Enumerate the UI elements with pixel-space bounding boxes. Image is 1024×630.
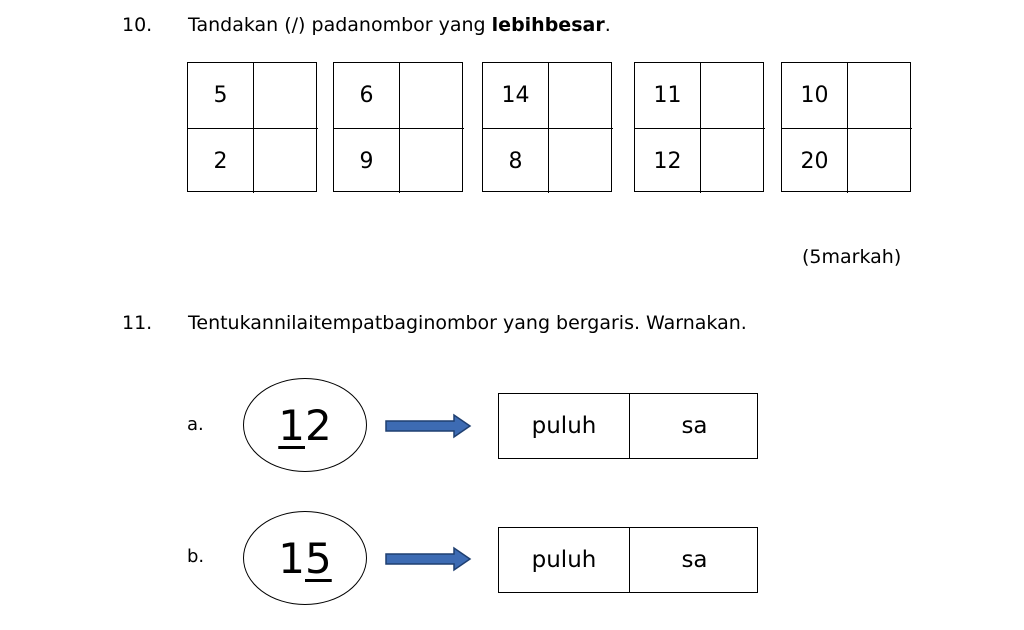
compare-box-4-top-tick[interactable]	[700, 63, 765, 128]
compare-box-5: 10 20	[781, 62, 912, 193]
compare-box-2-bottom-tick[interactable]	[399, 128, 464, 193]
compare-box-1-top-tick[interactable]	[253, 63, 318, 128]
compare-box-2-bottom-number: 9	[334, 128, 399, 193]
question-10-number: 10.	[122, 14, 153, 36]
item-b-sa-cell[interactable]: sa	[629, 528, 759, 592]
question-10-text: Tandakan (/) padanombor yang lebihbesar.	[188, 14, 611, 36]
compare-box-2-top-number: 6	[359, 83, 374, 108]
item-a-label: a.	[187, 414, 204, 435]
compare-box-4: 11 12	[634, 62, 765, 193]
compare-box-1-top-number: 5	[213, 83, 228, 108]
compare-box-2-top-tick[interactable]	[399, 63, 464, 128]
item-b-underlined-digit: 5	[305, 533, 332, 583]
item-b-place-value-table: puluh sa	[498, 527, 758, 593]
question-10-text-bold: lebihbesar	[491, 14, 605, 36]
item-a-underlined-digit: 1	[278, 400, 305, 450]
compare-box-3-bottom-number: 8	[483, 128, 548, 193]
compare-box-4-bottom-number: 12	[635, 128, 700, 193]
question-10-text-normal: Tandakan (/) padanombor yang	[188, 14, 492, 36]
compare-box-3-top-number: 14	[501, 83, 530, 108]
question-10-text-end: .	[604, 14, 611, 36]
compare-box-3-top-tick[interactable]	[548, 63, 613, 128]
compare-box-3: 14 8	[482, 62, 613, 193]
compare-box-5-bottom-tick[interactable]	[847, 128, 912, 193]
item-a-puluh-cell[interactable]: puluh	[531, 413, 597, 439]
compare-box-5-bottom-number: 20	[782, 128, 847, 193]
compare-box-1-bottom-number: 2	[188, 128, 253, 193]
item-b-puluh-cell[interactable]: puluh	[531, 547, 597, 573]
compare-box-5-top-tick[interactable]	[847, 63, 912, 128]
item-a-place-value-table: puluh sa	[498, 393, 758, 459]
item-a-digit: 2	[305, 400, 332, 450]
compare-box-1: 5 2	[187, 62, 318, 193]
question-11-number: 11.	[122, 312, 153, 334]
compare-box-3-bottom-tick[interactable]	[548, 128, 613, 193]
compare-box-4-bottom-tick[interactable]	[700, 128, 765, 193]
question-11-text: Tentukannilaitempatbaginombor yang berga…	[188, 312, 747, 334]
compare-box-5-top-number: 10	[800, 83, 829, 108]
item-b-digit: 1	[278, 533, 305, 583]
item-b-label: b.	[187, 546, 205, 567]
compare-box-1-bottom-tick[interactable]	[253, 128, 318, 193]
compare-box-2: 6 9	[333, 62, 464, 193]
item-a-arrow-icon	[385, 413, 472, 439]
marks-label: (5markah)	[802, 246, 902, 268]
compare-box-4-top-number: 11	[653, 83, 682, 108]
item-a-sa-cell[interactable]: sa	[629, 394, 759, 458]
item-b-arrow-icon	[385, 546, 472, 572]
